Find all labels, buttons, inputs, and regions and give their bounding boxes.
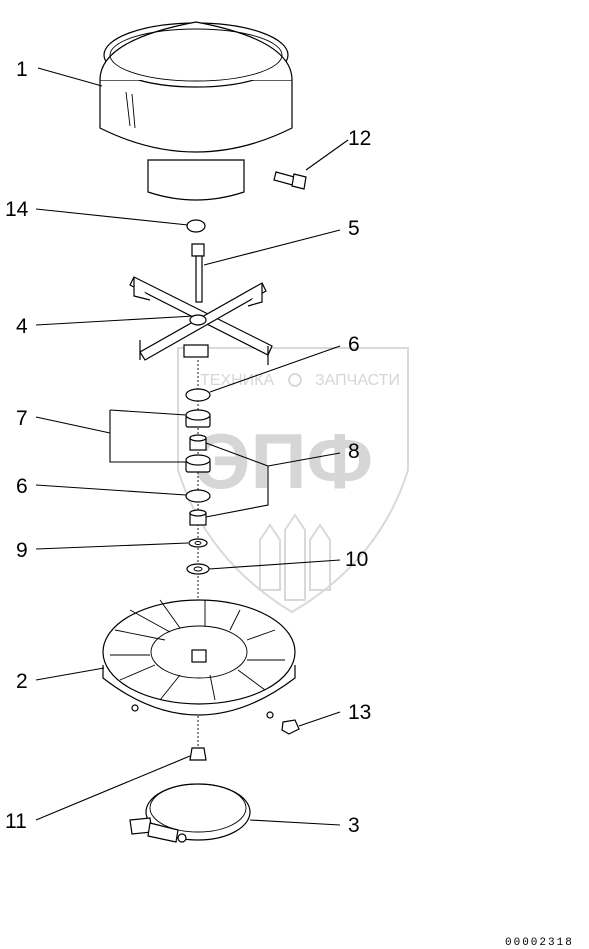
drawing-code: 00002318: [505, 937, 574, 949]
callout-9: 9: [16, 539, 28, 562]
part-fan-2: [102, 599, 296, 719]
part-spacer-8: [189, 434, 207, 526]
watermark-logo: ЭПФ: [195, 417, 373, 505]
watermark-text-right: ЗАПЧАСТИ: [315, 372, 400, 389]
callout-2: 2: [16, 670, 28, 693]
watermark-gear-icon: [288, 373, 302, 387]
part-snap-ring-6-top: [185, 388, 211, 402]
part-bearing-7: [185, 409, 211, 473]
part-hose-clamp-3: [129, 783, 251, 843]
part-nut-11: [189, 747, 207, 761]
part-snap-ring-6-bottom: [185, 489, 211, 503]
callout-6-bottom: 6: [16, 475, 28, 498]
part-long-bolt-5: [191, 243, 205, 303]
part-washer-9: [188, 538, 208, 548]
callout-1: 1: [16, 58, 28, 81]
callouts: 1 12 14 5 4 6 7 8 6 9 10 2 13 11 3: [5, 58, 371, 837]
part-bolt-12: [273, 171, 307, 190]
callout-7: 7: [16, 407, 28, 430]
callout-5: 5: [348, 217, 360, 240]
part-nut-13: [281, 719, 300, 735]
callout-3: 3: [348, 814, 360, 837]
callout-14: 14: [5, 198, 29, 221]
callout-10: 10: [345, 548, 368, 571]
part-cross-bracket-4: [129, 276, 273, 365]
watermark-text-left: ТЕХНИКА: [200, 372, 274, 389]
callout-11: 11: [5, 810, 27, 833]
callout-13: 13: [348, 701, 371, 724]
leader-lines: [35, 67, 349, 826]
callout-4: 4: [16, 315, 28, 338]
callout-8: 8: [348, 440, 360, 463]
part-air-cleaner-cap: [99, 21, 293, 201]
callout-6-top: 6: [348, 333, 360, 356]
part-washer-10: [186, 563, 210, 575]
callout-12: 12: [348, 127, 371, 150]
watermark: ТЕХНИКА ЗАПЧАСТИ ЭПФ: [177, 347, 409, 614]
part-clip-14: [186, 219, 206, 233]
